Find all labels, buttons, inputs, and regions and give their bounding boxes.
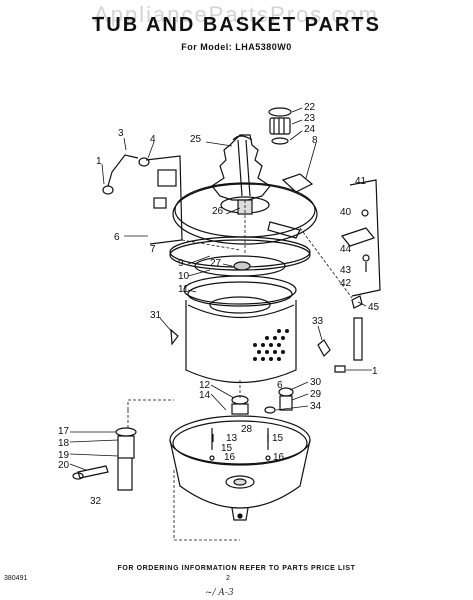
callout-1: 1 — [372, 366, 378, 377]
page-number: 2 — [226, 575, 230, 582]
lid-switch-assembly — [340, 179, 381, 297]
diagram-title: TUB AND BASKET PARTS — [92, 14, 381, 36]
callout-19: 19 — [58, 450, 70, 461]
callout-4: 4 — [150, 134, 156, 145]
callout-15: 15 — [272, 433, 284, 444]
callout-30: 30 — [310, 377, 322, 388]
callout-3: 3 — [118, 128, 124, 139]
callout-9: 9 — [178, 258, 184, 269]
callout-10: 10 — [178, 271, 190, 282]
callout-32: 32 — [90, 496, 102, 507]
fill-hose — [102, 154, 150, 195]
callout-15: 15 — [221, 443, 233, 454]
tub-cover-clip — [281, 173, 314, 193]
tub-cover — [172, 182, 318, 245]
drain-hose-part — [351, 295, 363, 361]
callout-22: 22 — [304, 102, 316, 113]
callout-31: 31 — [150, 310, 162, 321]
callout-41: 41 — [355, 176, 367, 187]
callout-leaders — [69, 107, 372, 471]
callout-29: 29 — [310, 389, 322, 400]
callout-23: 23 — [304, 113, 316, 124]
agitator — [211, 134, 271, 201]
callout-27: 27 — [210, 258, 222, 269]
callout-28: 28 — [241, 424, 253, 435]
wash-basket — [183, 275, 297, 383]
callout-44: 44 — [340, 244, 352, 255]
callout-16: 16 — [224, 452, 236, 463]
callout-1: 1 — [96, 156, 102, 167]
callout-13: 13 — [226, 433, 238, 444]
callout-6: 6 — [277, 380, 283, 391]
drain-pump-parts — [72, 427, 137, 491]
guide-lines — [127, 200, 353, 541]
watermark-text: AppliancePartsPros.com — [94, 2, 379, 27]
callout-33: 33 — [312, 316, 324, 327]
callout-11: 11 — [178, 284, 189, 295]
callout-14: 14 — [199, 390, 211, 401]
callout-42: 42 — [340, 278, 352, 289]
callout-43: 43 — [340, 265, 352, 276]
callout-8: 8 — [312, 135, 318, 146]
inlet-bracket — [145, 155, 183, 245]
callout-17: 17 — [58, 426, 70, 437]
callout-20: 20 — [58, 460, 70, 471]
callout-25: 25 — [190, 134, 202, 145]
ordering-footnote: FOR ORDERING INFORMATION REFER TO PARTS … — [117, 565, 356, 572]
callout-34: 34 — [310, 401, 322, 412]
callout-18: 18 — [58, 438, 70, 449]
callout-7: 7 — [150, 244, 156, 255]
callout-45: 45 — [368, 302, 380, 313]
callout-16: 16 — [273, 452, 285, 463]
outer-tub — [169, 415, 311, 521]
screws — [209, 434, 271, 461]
basket-perforations — [253, 329, 289, 361]
agitator-cap-assembly — [268, 107, 292, 145]
handwritten-note: ~/ A-3 — [205, 588, 234, 598]
document-number: 380491 — [4, 575, 28, 582]
callout-26: 26 — [212, 206, 224, 217]
model-subtitle: For Model: LHA5380W0 — [181, 42, 292, 52]
callout-40: 40 — [340, 207, 352, 218]
callout-24: 24 — [304, 124, 316, 135]
callout-6: 6 — [114, 232, 120, 243]
callout-12: 12 — [199, 380, 211, 391]
